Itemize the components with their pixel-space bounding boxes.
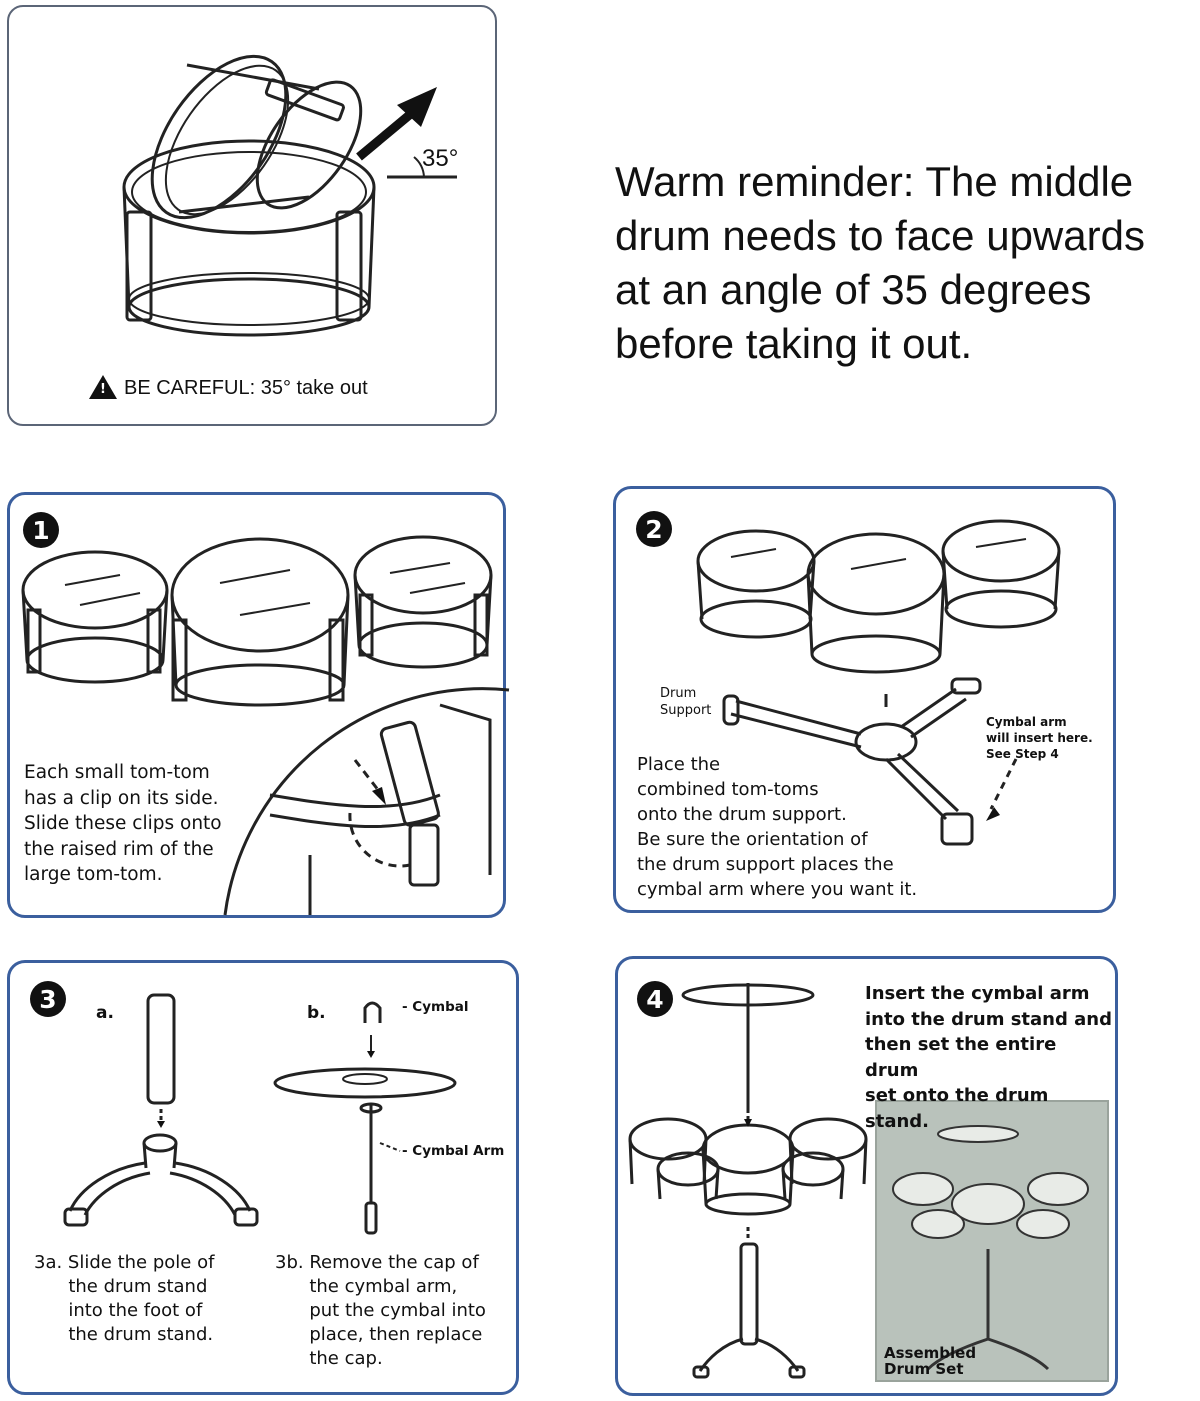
caution-label: BE CAREFUL: 35° take out xyxy=(124,377,368,399)
cymbal-label: - Cymbal xyxy=(402,999,469,1015)
step-3-badge: 3 xyxy=(30,981,66,1017)
step-4-badge: 4 xyxy=(637,981,673,1017)
step-2-text: Place the combined tom-toms onto the dru… xyxy=(637,754,918,900)
step-3b-letter: b. xyxy=(307,1003,326,1023)
step-4-text: Insert the cymbal arm into the drum stan… xyxy=(865,983,1112,1132)
cymbal-arm-insert-label: Cymbal arm will insert here. See Step 4 xyxy=(986,715,1093,761)
step-1-badge: 1 xyxy=(23,512,59,548)
step-4-assembly-illustration xyxy=(628,983,1109,1382)
step-4-panel: 4 xyxy=(615,956,1118,1396)
angle-label: 35° xyxy=(422,145,459,172)
step-3a-letter: a. xyxy=(96,1003,114,1023)
warning-triangle-exclamation: ! xyxy=(100,382,106,397)
step-2-panel: 2 Drum Support Cymbal xyxy=(613,486,1116,913)
step-2-badge: 2 xyxy=(636,511,672,547)
step-1-toms-illustration xyxy=(21,535,510,916)
step-1-text: Each small tom-tom has a clip on its sid… xyxy=(24,762,222,885)
step-3b-text: 3b. Remove the cap of the cymbal arm, pu… xyxy=(275,1252,486,1369)
step-3a-text: 3a. Slide the pole of the drum stand int… xyxy=(34,1252,215,1345)
drum-removal-illustration xyxy=(122,54,457,337)
step-1-panel: 1 xyxy=(7,492,510,918)
step-3-stand-cymbal-illustration xyxy=(63,993,457,1235)
step-2-drum-support-illustration xyxy=(696,519,1061,846)
caution-panel: 35° ! BE CAREFUL: 35° take out xyxy=(7,5,497,426)
warning-triangle-icon xyxy=(89,375,117,399)
cymbal-arm-label: - Cymbal Arm xyxy=(402,1143,505,1159)
warm-reminder-text: Warm reminder: The middle drum needs to … xyxy=(615,158,1145,367)
assembled-drum-set-label: Assembled Drum Set xyxy=(884,1344,977,1378)
step-3-panel: 3 a. b. - Cymbal - xyxy=(7,960,519,1395)
drum-support-label: Drum Support xyxy=(660,686,712,718)
